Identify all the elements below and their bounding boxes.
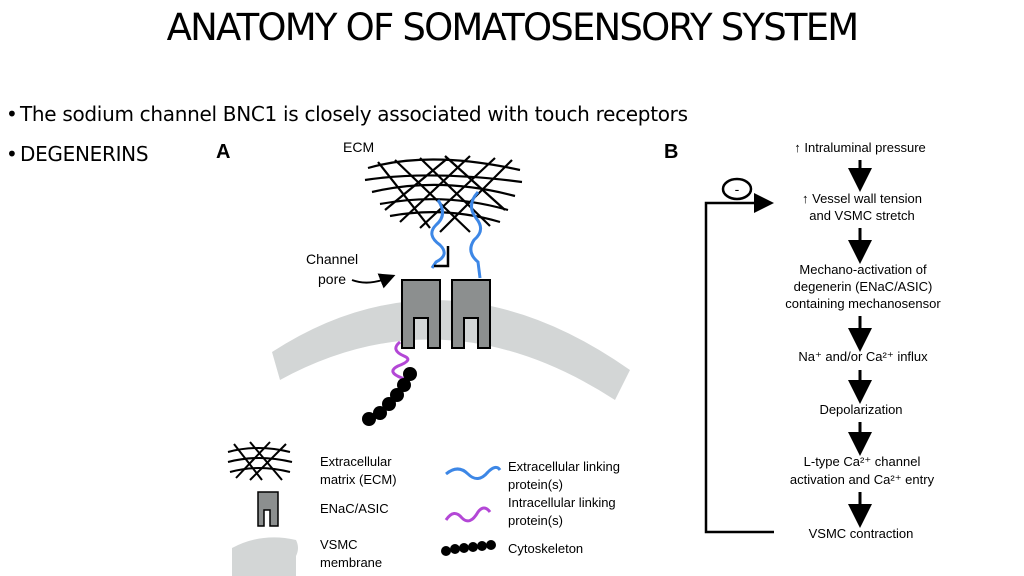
flow-step-1: ↑ Intraluminal pressure <box>794 140 926 155</box>
flow-step-3-line2: degenerin (ENaC/ASIC) <box>794 279 933 294</box>
intracellular-linker-icon <box>444 506 492 523</box>
flow-step-7: VSMC contraction <box>809 526 914 541</box>
bullet-dot-icon: • <box>6 142 18 166</box>
panel-b-label: B <box>664 141 678 163</box>
bullet-dot-icon: • <box>6 102 18 126</box>
extracellular-linker-right <box>469 190 482 279</box>
bullet-item: • The sodium channel BNC1 is closely ass… <box>6 94 688 134</box>
bullet-text: DEGENERINS <box>20 142 149 166</box>
channel-subunit-left <box>401 279 441 349</box>
bullet-item: • DEGENERINS <box>6 134 688 174</box>
legend-int-link-line2: protein(s) <box>508 513 563 528</box>
flow-step-5: Depolarization <box>819 402 902 417</box>
pore-indicator <box>434 246 450 268</box>
inhibition-symbol <box>721 177 753 201</box>
legend-enac-text: ENaC/ASIC <box>320 501 389 516</box>
panel-a: A ECM Channel pore <box>216 139 630 576</box>
legend-ext-link-line1: Extracellular linking <box>508 459 620 474</box>
cytoskeleton-chain <box>362 367 417 426</box>
legend-ext-link-line2: protein(s) <box>508 477 563 492</box>
flow-step-2-line2: and VSMC stretch <box>809 208 915 223</box>
flow-step-3-line3: containing mechanosensor <box>785 296 941 311</box>
legend-cytoskeleton-text: Cytoskeleton <box>508 541 583 556</box>
channel-pore-label-line2: pore <box>318 271 346 287</box>
flow-step-4: Na⁺ and/or Ca²⁺ influx <box>798 349 928 364</box>
extracellular-linker-left <box>430 199 446 269</box>
vsmc-membrane-arc <box>272 300 630 400</box>
flow-step-6-line1: L-type Ca²⁺ channel <box>804 454 921 469</box>
panel-b: B ↑ Intraluminal pressure ↑ Vessel wall … <box>664 140 941 541</box>
legend: Extracellular matrix (ECM) ENaC/ASIC VSM… <box>227 441 620 576</box>
legend-vsmc-line2: membrane <box>320 555 382 570</box>
channel-pore-label-line1: Channel <box>306 251 358 267</box>
channel-subunit-right <box>451 279 491 349</box>
channel-pore-arrow <box>351 273 396 289</box>
panel-a-label: A <box>216 141 230 163</box>
ecm-mesh <box>364 155 523 233</box>
slide-title: ANATOMY OF SOMATOSENSORY SYSTEM <box>166 6 860 49</box>
legend-vsmc-line1: VSMC <box>320 537 358 552</box>
ecm-label: ECM <box>343 139 374 155</box>
feedback-line <box>704 193 774 534</box>
legend-ecm-line2: matrix (ECM) <box>320 472 397 487</box>
flow-step-6-line2: activation and Ca²⁺ entry <box>790 472 935 487</box>
flow-step-2-line1: ↑ Vessel wall tension <box>802 191 922 206</box>
cytoskeleton-icon <box>441 540 496 556</box>
membrane-icon <box>232 537 298 576</box>
bullet-text: The sodium channel BNC1 is closely assoc… <box>20 102 688 126</box>
feedback-loop: - <box>704 177 774 534</box>
inhibition-sign: - <box>735 181 740 197</box>
flow-step-3-line1: Mechano-activation of <box>799 262 927 277</box>
ecm-mesh-icon <box>227 441 293 481</box>
extracellular-linker-icon <box>445 465 502 480</box>
channel-subunit-icon <box>257 491 279 527</box>
legend-ecm-line1: Extracellular <box>320 454 392 469</box>
bullet-list: • The sodium channel BNC1 is closely ass… <box>6 94 688 174</box>
flow-steps: ↑ Intraluminal pressure ↑ Vessel wall te… <box>785 140 941 541</box>
legend-int-link-line1: Intracellular linking <box>508 495 616 510</box>
